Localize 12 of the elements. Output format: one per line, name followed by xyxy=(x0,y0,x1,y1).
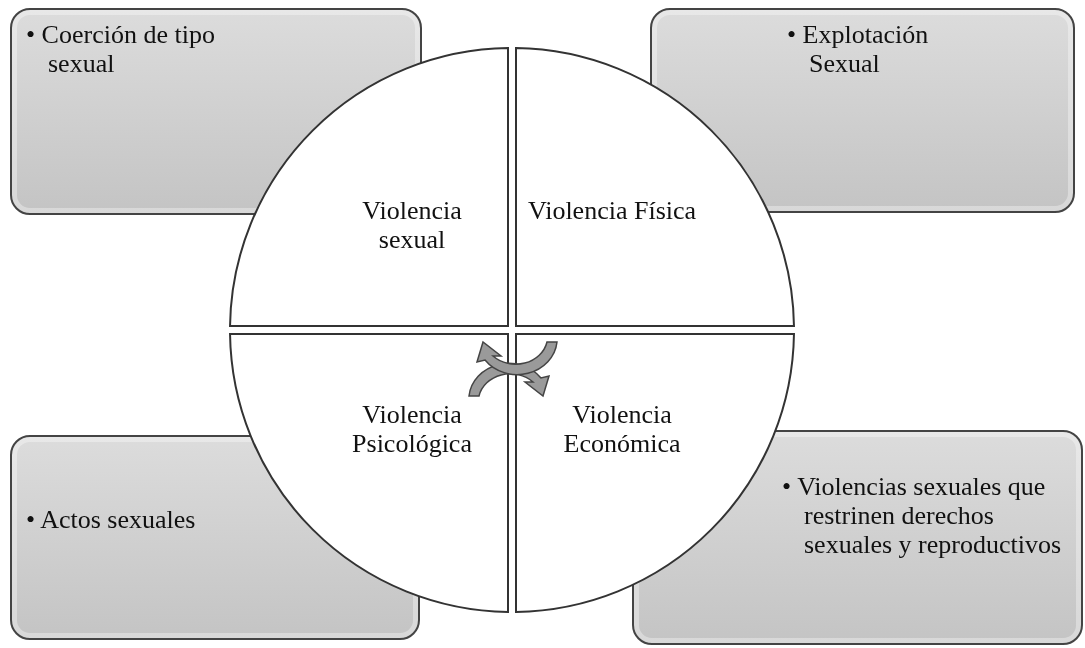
quadrant-label: Violencia sexual xyxy=(361,196,463,254)
quadrant-label: Violencia Psicológica xyxy=(351,400,473,458)
bullet-text: • Coerción de tipo sexual xyxy=(26,20,216,78)
quadrant-shape xyxy=(229,47,509,327)
quadrant-label: Violencia Económica xyxy=(562,400,682,458)
bullet-text: • Violencias sexuales que restrinen derechos sexuales y reproductivos xyxy=(782,472,1063,559)
bullet-text: • Actos sexuales xyxy=(26,505,197,534)
quadrant-label: Violencia Física xyxy=(527,196,697,225)
quadrant-shape xyxy=(229,333,509,613)
bullet-text: • Explotación Sexual xyxy=(787,20,930,78)
quadrant-shape xyxy=(515,333,795,613)
quadrant-shape xyxy=(515,47,795,327)
